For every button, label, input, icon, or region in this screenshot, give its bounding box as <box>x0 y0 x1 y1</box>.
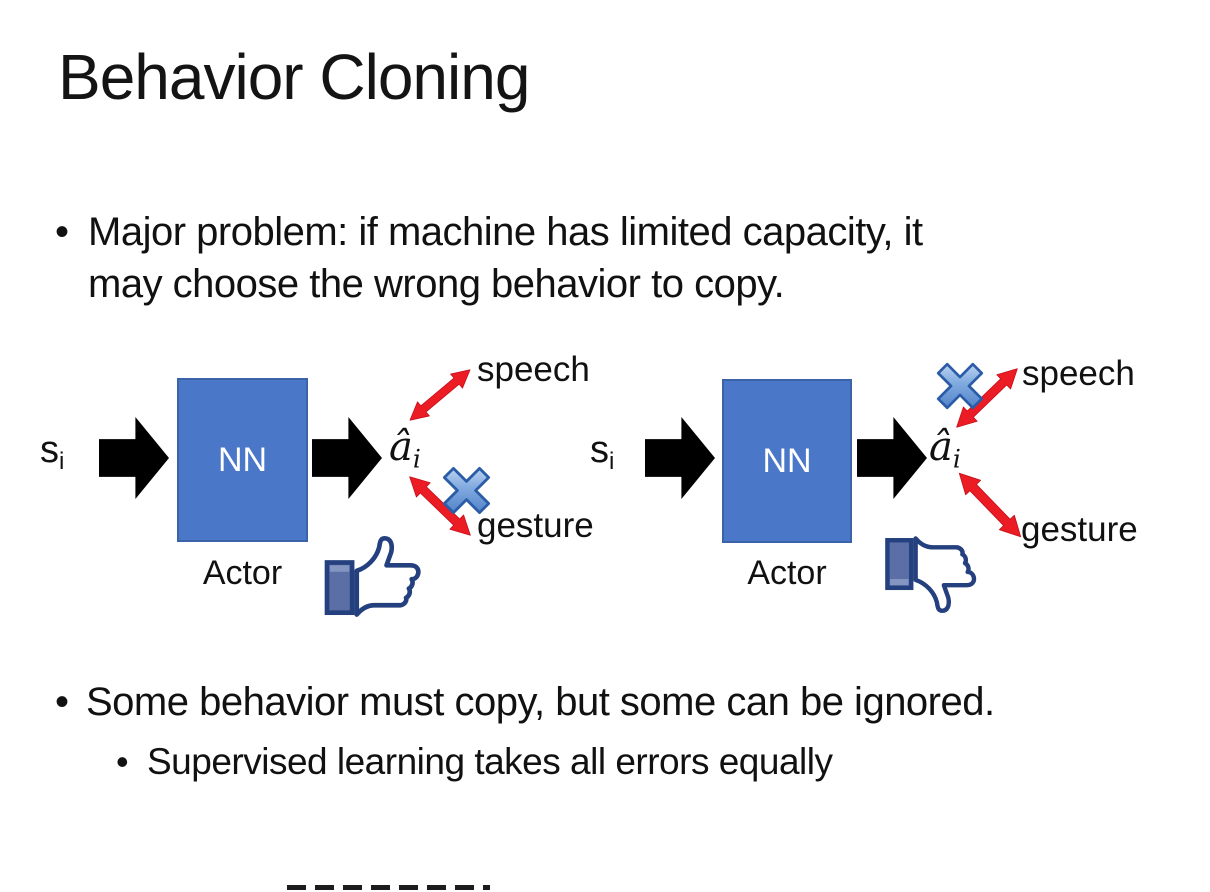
left-input-state-label: si <box>40 429 65 476</box>
right-output-action-label: âi <box>929 424 961 474</box>
clipped-bottom-text-fragment <box>287 885 490 890</box>
right-reject-cross-icon <box>931 357 989 415</box>
bullet-major-problem-line1: Major problem: if machine has limited ca… <box>88 210 923 254</box>
left-nn-box: NN <box>177 378 308 542</box>
left-output-arrow-icon <box>312 417 382 499</box>
left-speech-double-arrow-icon <box>403 362 477 428</box>
bullet-major-problem-line2: may choose the wrong behavior to copy. <box>88 262 785 306</box>
bullet-marker: • <box>55 680 70 724</box>
left-output-action-label: âi <box>389 424 421 474</box>
bullet-some-behavior: Some behavior must copy, but some can be… <box>86 680 995 724</box>
left-actor-caption: Actor <box>202 554 283 592</box>
left-input-arrow-icon <box>99 417 169 499</box>
right-actor-caption: Actor <box>747 554 827 592</box>
left-nn-label: NN <box>217 440 268 479</box>
thumbs-up-icon <box>321 529 426 622</box>
slide-title: Behavior Cloning <box>58 41 530 113</box>
left-speech-label: speech <box>477 350 590 389</box>
sub-bullet-marker: • <box>116 741 129 782</box>
right-speech-label: speech <box>1022 354 1135 393</box>
right-nn-box: NN <box>722 379 852 543</box>
bullet-major-problem: Major problem: if machine has limited ca… <box>88 206 923 310</box>
right-nn-label: NN <box>762 441 812 480</box>
bullet-supervised-learning: Supervised learning takes all errors equ… <box>147 741 833 782</box>
right-gesture-label: gesture <box>1021 510 1138 549</box>
right-input-state-label: si <box>590 429 615 476</box>
right-input-arrow-icon <box>645 417 715 499</box>
bullet-marker: • <box>55 210 70 254</box>
thumbs-down-icon <box>883 529 980 622</box>
right-output-arrow-icon <box>857 417 927 499</box>
left-gesture-label: gesture <box>477 506 594 545</box>
